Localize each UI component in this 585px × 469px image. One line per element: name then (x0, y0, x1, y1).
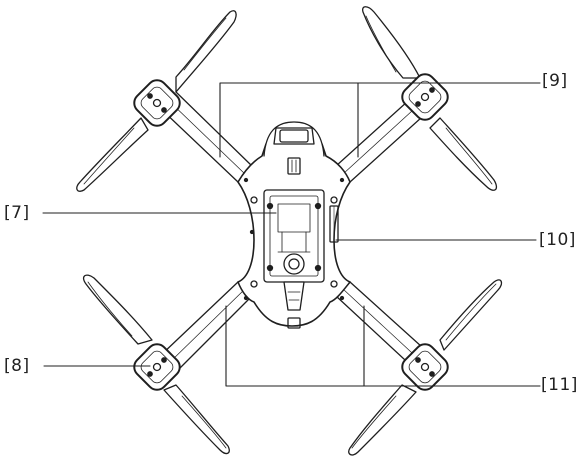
propeller-front-right (362, 6, 498, 191)
motor-pod-rear-left (133, 343, 181, 391)
motor-pod-front-left (133, 79, 181, 127)
motor-pod-front-right (401, 73, 449, 121)
callout-8: [8] (4, 356, 30, 376)
motor-pod-rear-right (401, 343, 449, 391)
propeller-rear-left (82, 274, 230, 455)
callout-11: [11] (541, 375, 578, 395)
leader-9 (219, 82, 541, 158)
callout-7: [7] (4, 203, 30, 223)
leader-lines (42, 82, 541, 387)
callout-10: [10] (539, 230, 576, 250)
leader-11 (225, 305, 541, 387)
callout-9: [9] (542, 71, 568, 91)
central-body (237, 121, 351, 329)
propeller-front-left (76, 10, 237, 192)
propeller-rear-right (348, 279, 503, 456)
